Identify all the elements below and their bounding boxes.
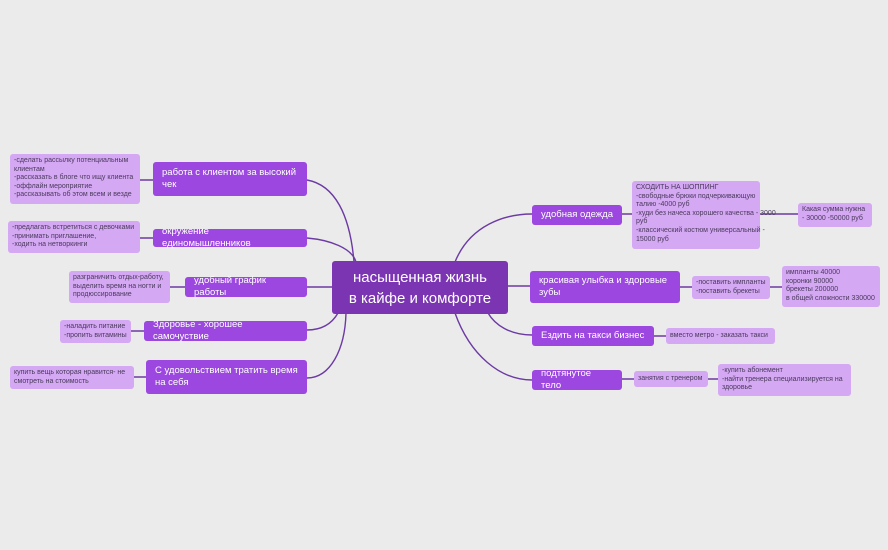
branch-client-work[interactable]: работа с клиентом за высокий чек bbox=[153, 162, 307, 196]
leaf-line: выделить время на ногти и bbox=[73, 282, 162, 290]
leaf-line: -пропить витамины bbox=[64, 331, 127, 339]
leaf-line: СХОДИТЬ НА ШОППИНГ bbox=[636, 184, 719, 191]
connector-center-body bbox=[454, 312, 533, 381]
branch-health-label: Здоровье - хорошее самочуствие bbox=[153, 319, 243, 342]
branch-comfy-clothes-label: удобная одежда bbox=[541, 209, 613, 220]
leaf-line: вместо метро - заказать такси bbox=[670, 331, 768, 339]
leaf-line: руб bbox=[636, 218, 648, 226]
leaf-line: здоровье bbox=[722, 384, 753, 392]
leaf-health-notes[interactable]: -наладить питание -пропить витамины bbox=[60, 320, 131, 343]
branch-health[interactable]: Здоровье - хорошее самочуствие bbox=[144, 319, 307, 342]
branch-smile-label: красивая улыбка и здоровые зубы bbox=[539, 275, 668, 298]
branch-business-taxi[interactable]: Ездить на такси бизнес bbox=[532, 326, 654, 346]
leaf-line: -поставить импланты bbox=[696, 279, 766, 286]
central-topic-line-1: насыщенная жизнь bbox=[352, 268, 487, 286]
leaf-work-schedule-notes[interactable]: разграничить отдых-работу, выделить врем… bbox=[69, 271, 170, 303]
leaf-line: -найти тренера специализируется на bbox=[722, 375, 843, 383]
leaf-line: - 30000 -50000 руб bbox=[802, 214, 863, 222]
branch-business-taxi-label: Ездить на такси бизнес bbox=[541, 330, 645, 341]
branch-client-work-label: работа с клиентом за высокий чек bbox=[162, 167, 297, 190]
branch-comfy-clothes[interactable]: удобная одежда bbox=[532, 205, 622, 225]
leaf-smile-costs[interactable]: импланты 40000 коронки 90000 брекеты 200… bbox=[782, 266, 880, 307]
leaf-line: -рассказать в блоге что ищу клиента bbox=[14, 174, 134, 182]
leaf-line: -наладить питание bbox=[64, 323, 126, 330]
leaf-line: -ходить на нетворкинги bbox=[12, 241, 88, 249]
connector-center-spend bbox=[306, 312, 347, 379]
branch-fit-body-label: подтянутое тело bbox=[541, 368, 592, 391]
leaf-line: -предлагать встретиться с девочками bbox=[12, 224, 135, 231]
leaf-line: Какая сумма нужна bbox=[802, 206, 866, 213]
leaf-line: талию -4000 руб bbox=[636, 201, 690, 209]
leaf-line: коронки 90000 bbox=[786, 277, 834, 285]
leaf-line: смотреть на стоимость bbox=[14, 377, 89, 385]
central-topic-text: насыщенная жизнь в кайфе и комфорте bbox=[349, 267, 491, 309]
branch-like-minded[interactable]: окружение единомышленников bbox=[153, 226, 307, 249]
leaf-line: в общей сложности 330000 bbox=[786, 294, 875, 302]
leaf-fit-body-notes[interactable]: занятия с тренером bbox=[634, 371, 708, 387]
leaf-line: -сделать рассылку потенциальным bbox=[14, 157, 129, 164]
branch-work-schedule-label: удобный график работы bbox=[194, 275, 267, 298]
leaf-clothes-sum[interactable]: Какая сумма нужна - 30000 -50000 руб bbox=[798, 203, 872, 227]
branch-self-time-label: С удовольствием тратить время на себя bbox=[155, 365, 298, 388]
leaf-comfy-clothes-notes[interactable]: СХОДИТЬ НА ШОППИНГ -свободные брюки подч… bbox=[632, 181, 776, 249]
leaf-line: клиентам bbox=[14, 165, 45, 173]
central-topic-line-2: в кайфе и комфорте bbox=[348, 289, 492, 307]
branch-self-time[interactable]: С удовольствием тратить время на себя bbox=[146, 360, 307, 394]
leaf-fit-body-plan[interactable]: -купить абонемент -найти тренера специал… bbox=[718, 364, 851, 396]
central-topic[interactable]: насыщенная жизнь в кайфе и комфорте bbox=[332, 261, 508, 314]
leaf-line: разграничить отдых-работу, bbox=[73, 274, 164, 281]
leaf-line: -свободные брюки подчеркивающую bbox=[636, 192, 756, 200]
leaf-line: -классический костюм универсальный - bbox=[636, 226, 765, 234]
connector-center-client bbox=[306, 179, 355, 263]
connector-center-taxi bbox=[487, 312, 533, 336]
leaf-line: -оффлайн мероприятие bbox=[14, 182, 93, 190]
leaf-like-minded-notes[interactable]: -предлагать встретиться с девочками -при… bbox=[8, 221, 140, 253]
leaf-line: импланты 40000 bbox=[786, 269, 841, 276]
branch-fit-body[interactable]: подтянутое тело bbox=[532, 368, 622, 391]
leaf-smile-notes[interactable]: -поставить импланты -поставить брекеты bbox=[692, 276, 770, 299]
connector-center-circle bbox=[306, 237, 357, 263]
leaf-self-time-notes[interactable]: купить вещь которая нравится- не смотрет… bbox=[10, 366, 134, 389]
leaf-line: купить вещь которая нравится- не bbox=[14, 369, 126, 376]
leaf-client-work-notes[interactable]: -сделать рассылку потенциальным клиентам… bbox=[10, 154, 140, 204]
branch-like-minded-label: окружение единомышленников bbox=[162, 226, 251, 249]
leaf-line: занятия с тренером bbox=[638, 374, 703, 382]
leaf-line: 15000 руб bbox=[636, 235, 669, 243]
connector-center-clothes bbox=[454, 213, 533, 263]
leaf-line: -рассказывать об этом всем и везде bbox=[14, 191, 132, 199]
branch-work-schedule[interactable]: удобный график работы bbox=[185, 275, 307, 298]
leaf-line: продюссирование bbox=[73, 291, 132, 299]
leaf-business-taxi-notes[interactable]: вместо метро - заказать такси bbox=[666, 328, 775, 344]
leaf-line: -поставить брекеты bbox=[696, 287, 760, 295]
leaf-line: -купить абонемент bbox=[722, 367, 783, 374]
connector-center-health bbox=[306, 312, 339, 331]
leaf-line: брекеты 200000 bbox=[786, 286, 839, 294]
branch-smile[interactable]: красивая улыбка и здоровые зубы bbox=[530, 271, 680, 303]
leaf-line: -худи без начеса хорошего качества - 300… bbox=[636, 209, 776, 217]
leaf-line: -принимать приглашение, bbox=[12, 232, 97, 240]
